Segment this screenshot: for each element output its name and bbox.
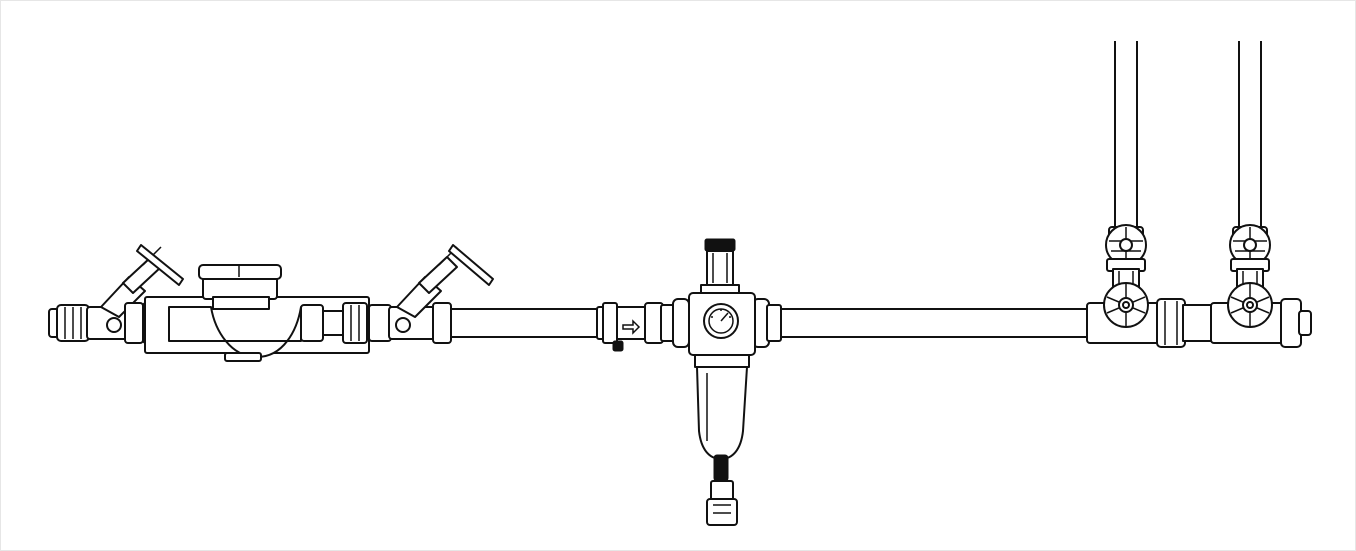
- pipe-segment-2: [780, 308, 1092, 338]
- branch-valve-1: [1103, 224, 1149, 328]
- pipe-segment-1: [450, 308, 600, 338]
- outlet-shutoff-valve: [368, 244, 494, 344]
- inlet-shutoff-valve: [86, 244, 184, 344]
- check-valve: [596, 302, 664, 352]
- water-meter: [142, 264, 370, 362]
- inlet-end-fitting: [48, 304, 90, 342]
- branch-valve-2: [1227, 224, 1273, 328]
- riser-pipe-1: [1114, 41, 1138, 229]
- filter-pressure-reducer: [660, 238, 782, 526]
- riser-pipe-2: [1238, 41, 1262, 229]
